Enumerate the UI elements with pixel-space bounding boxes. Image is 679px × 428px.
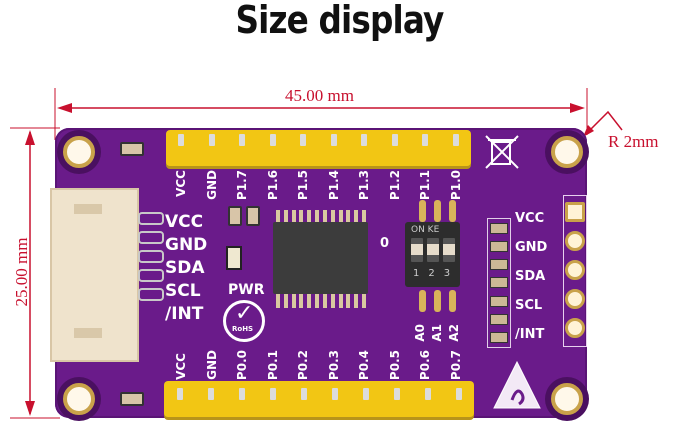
bottom-pin-header (164, 381, 474, 417)
connector-label: SDA (165, 258, 205, 278)
resistor (246, 206, 260, 226)
resistor (120, 392, 144, 406)
mounting-hole-top-right (551, 136, 583, 168)
pin-label: P0.0 (235, 349, 250, 380)
pin-label: GND (204, 350, 219, 380)
pad-sda (565, 260, 585, 280)
height-dimension-label: 25.00 mm (12, 237, 31, 307)
connector-labels: VCC GND SDA SCL /INT (165, 211, 207, 326)
width-dimension-label: 45.00 mm (285, 86, 354, 105)
pin-label: P1.2 (387, 170, 402, 201)
mounting-hole-top-left (63, 136, 95, 168)
pin-label: P0.6 (418, 349, 433, 380)
pin-label: P0.1 (265, 349, 280, 380)
pin-label: VCC (174, 170, 189, 197)
resistor-array (487, 218, 511, 348)
connector-pins (138, 212, 164, 301)
pad-gnd (565, 231, 585, 251)
ic-pins-bottom (276, 294, 366, 308)
pad-vcc (565, 202, 585, 222)
right-pad-labels: VCC GND SDA SCL /INT (515, 211, 548, 342)
corner-radius-label: R 2mm (608, 132, 659, 151)
dip-switch-pins-top (419, 200, 456, 222)
pin-label: P0.7 (448, 349, 463, 380)
dip-switch-1[interactable] (411, 238, 423, 262)
dip-switch-3[interactable] (443, 238, 455, 262)
power-led (226, 246, 242, 270)
top-header-pins (166, 134, 471, 146)
pin-label: P1.7 (235, 170, 250, 201)
pad-int (565, 318, 585, 338)
pin-label: P0.3 (326, 349, 341, 380)
connector-label: SCL (165, 281, 201, 301)
pin-label: P1.3 (357, 170, 372, 201)
mounting-hole-bottom-right (551, 383, 583, 415)
connector-label: GND (165, 235, 208, 255)
pin-label: P0.2 (296, 349, 311, 380)
bottom-header-pins (164, 388, 474, 400)
pwr-label: PWR (228, 282, 265, 298)
mounting-hole-bottom-left (63, 383, 95, 415)
pin-label: P0.5 (387, 349, 402, 380)
address-labels: A0 A1 A2 (413, 324, 461, 342)
pin-label: P1.4 (326, 170, 341, 201)
jst-connector (50, 188, 139, 362)
pin-label: P1.0 (448, 170, 463, 201)
dip-switch[interactable]: ON KE 1 2 3 (405, 222, 460, 287)
check-icon: ✓ (235, 301, 254, 326)
top-pin-header (166, 130, 471, 166)
dip-switch-2[interactable] (427, 238, 439, 262)
silk-label: 0 (380, 236, 390, 251)
resistor (120, 142, 144, 156)
breakout-pads (563, 195, 587, 347)
pin-label: VCC (174, 353, 189, 380)
esd-warning-icon (493, 360, 541, 409)
ic-pins-top (276, 210, 366, 222)
resistor (228, 206, 242, 226)
connector-label: VCC (165, 212, 204, 232)
bottom-header-labels: VCC GND P0.0 P0.1 P0.2 P0.3 P0.4 P0.5 P0… (166, 340, 471, 380)
pin-label: GND (204, 170, 219, 200)
page-title: Size display (235, 0, 445, 42)
pin-label: P0.4 (357, 349, 372, 380)
pin-label: P1.6 (265, 170, 280, 201)
weee-bin-icon (485, 135, 519, 169)
pin-label: P1.1 (418, 170, 433, 201)
dip-switch-pins-bottom (419, 290, 456, 312)
io-expander-chip (273, 222, 368, 294)
connector-label: /INT (165, 304, 204, 324)
rohs-logo: ✓ RoHS (223, 300, 265, 342)
pad-scl (565, 289, 585, 309)
pin-label: P1.5 (296, 170, 311, 201)
